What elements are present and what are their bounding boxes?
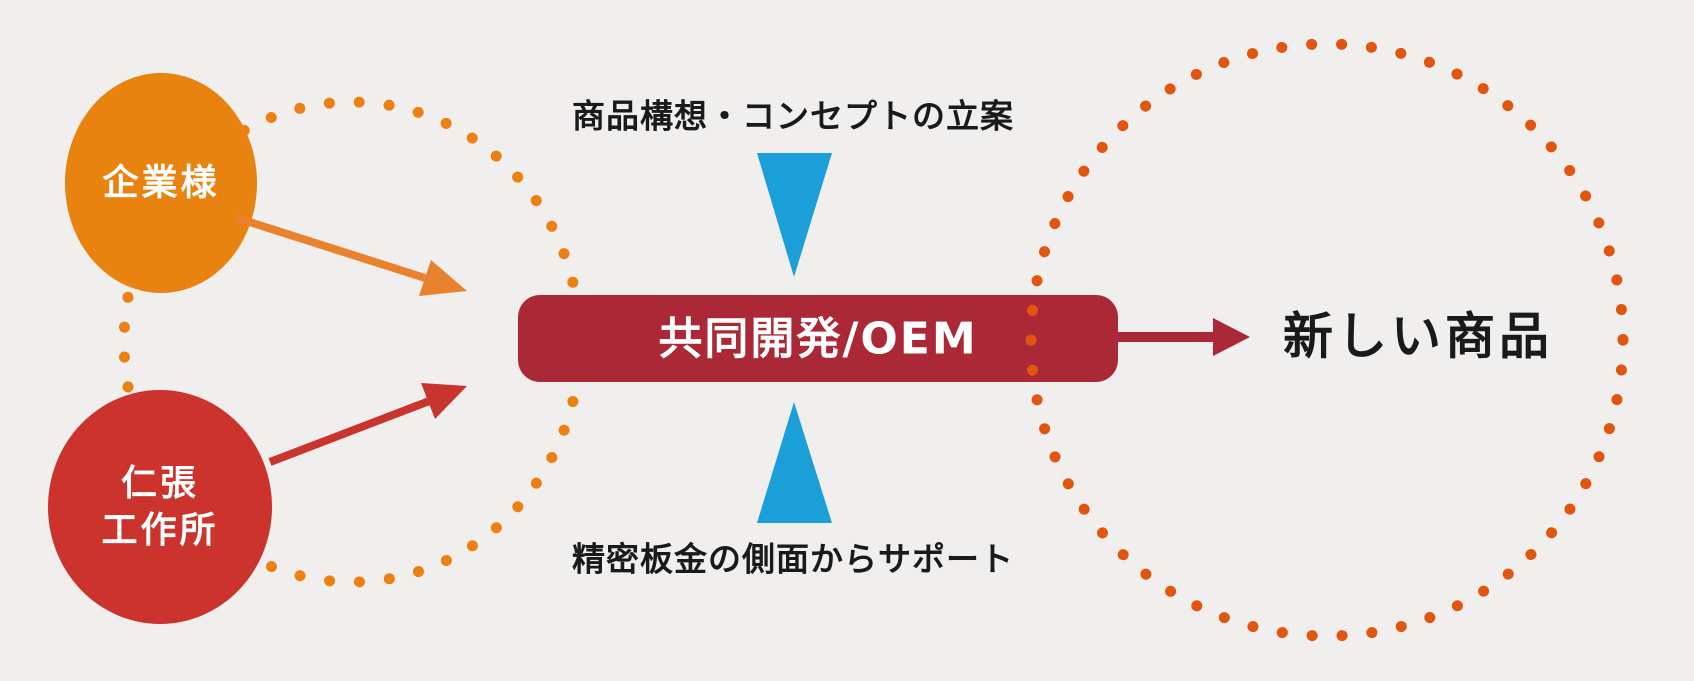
top-label: 商品構想・コンセプトの立案 xyxy=(572,96,1014,136)
center-box xyxy=(518,295,1118,382)
right-dotted-circle xyxy=(1025,38,1629,642)
partner-arrow xyxy=(235,214,467,296)
result-arrow xyxy=(1118,318,1250,356)
result-label: 新しい商品 xyxy=(1283,307,1553,366)
partner-circle-label: 企業様 xyxy=(102,162,220,204)
center-box-label: 共同開発/OEM xyxy=(658,313,978,365)
company-circle-label-line2: 工作所 xyxy=(101,510,219,551)
bottom-label: 精密板金の側面からサポート xyxy=(572,539,1014,579)
company-circle xyxy=(48,390,272,624)
triangle-up-icon xyxy=(757,402,832,523)
partner-circle xyxy=(65,73,257,293)
company-circle-label-line1: 仁張 xyxy=(120,463,200,505)
company-circle-label: 仁張工作所 xyxy=(101,461,218,555)
company-arrow xyxy=(268,383,467,466)
triangle-down-icon xyxy=(757,153,832,277)
